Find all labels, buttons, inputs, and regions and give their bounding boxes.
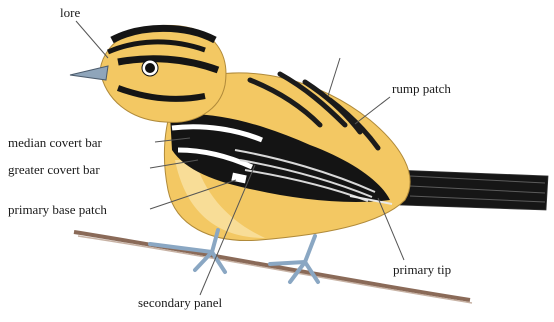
label-primary-tip: primary tip xyxy=(393,263,451,276)
label-median-covert-bar: median covert bar xyxy=(8,136,102,149)
label-primary-base-patch: primary base patch xyxy=(8,203,107,216)
label-rump-patch: rump patch xyxy=(392,82,451,95)
label-greater-covert-bar: greater covert bar xyxy=(8,163,100,176)
label-lore: lore xyxy=(60,6,80,19)
head xyxy=(70,25,226,122)
tail xyxy=(395,170,548,210)
beak xyxy=(70,66,108,80)
leader-lore xyxy=(76,21,108,58)
leader-rump-patch xyxy=(355,97,390,124)
label-secondary-panel: secondary panel xyxy=(138,296,222,309)
